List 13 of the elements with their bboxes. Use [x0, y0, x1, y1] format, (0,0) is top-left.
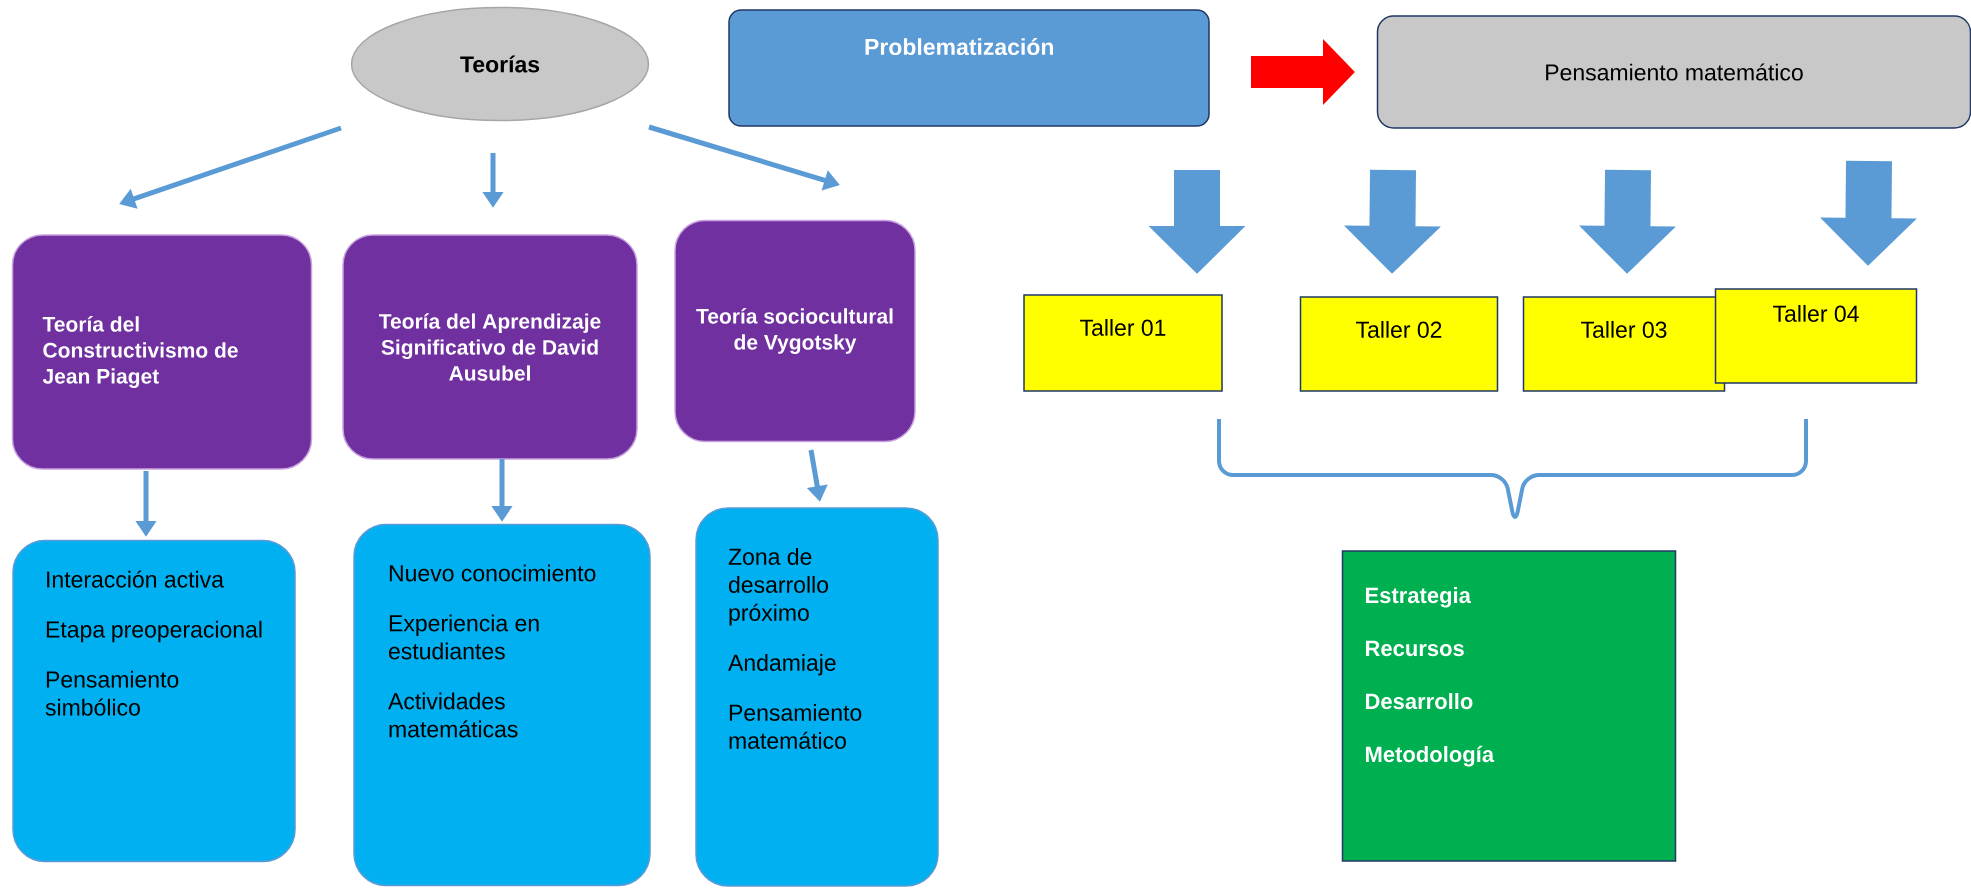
summary-box: Estrategia Recursos Desarrollo Metodología — [1341, 550, 1677, 862]
list-box: Nuevo conocimiento Experiencia en estudiantes Actividades matemáticas — [353, 523, 651, 887]
theory-box: Teoría del Aprendizaje Significativo de David Ausubel — [342, 234, 638, 460]
workshop-box: Taller 01 — [1023, 294, 1223, 392]
list-box: Zona de desarrollo próximo Andamiaje Pensamiento matemático — [695, 507, 939, 887]
topic-box: Pensamiento matemático — [1376, 15, 1971, 129]
workshop-box: Taller 04 — [1714, 288, 1918, 384]
workshop-box: Taller 03 — [1522, 296, 1726, 392]
theory-box: Teoría sociocultural de Vygotsky — [674, 219, 916, 443]
problem-box: Problematización — [728, 9, 1210, 127]
theory-box: Teoría del Constructivismo de Jean Piaget — [11, 234, 313, 470]
workshop-box: Taller 02 — [1299, 296, 1499, 392]
list-box: Interacción activa Etapa preoperacional Pensamiento simbólico — [12, 539, 296, 863]
